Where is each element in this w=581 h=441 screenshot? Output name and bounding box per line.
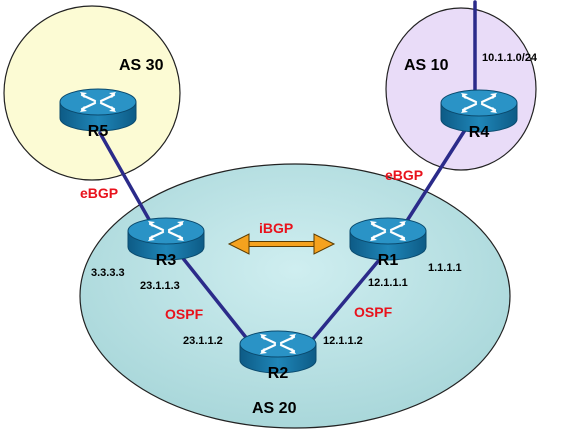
r1-loopback-label: 1.1.1.1 <box>428 262 462 274</box>
link-r3-r2 <box>176 250 254 347</box>
ospf-left-label: OSPF <box>165 306 204 322</box>
r2-left-label: 23.1.1.2 <box>183 335 223 347</box>
link-r1-r2 <box>306 251 387 347</box>
link-r5-r3 <box>98 131 157 232</box>
router-r3-label: R3 <box>156 252 177 269</box>
r3-loopback-label: 3.3.3.3 <box>91 267 125 279</box>
as10-label: AS 10 <box>404 57 449 74</box>
as30-label: AS 30 <box>119 57 164 74</box>
link-r4-r1 <box>401 128 467 229</box>
ibgp-label: iBGP <box>259 220 293 236</box>
r1-link-label: 12.1.1.1 <box>368 277 408 289</box>
as20-region <box>79 163 511 429</box>
router-r2-label: R2 <box>268 365 289 382</box>
as10-region <box>385 7 537 171</box>
network-r4-label: 10.1.1.0/24 <box>482 52 538 64</box>
r3-link-label: 23.1.1.3 <box>140 280 180 292</box>
router-r5-label: R5 <box>88 123 109 140</box>
router-r1-label: R1 <box>378 252 399 269</box>
router-r4-label: R4 <box>469 124 490 141</box>
ospf-right-label: OSPF <box>354 304 393 320</box>
as20-label: AS 20 <box>252 400 297 417</box>
ebgp-right-label: eBGP <box>385 167 423 183</box>
r2-right-label: 12.1.1.2 <box>323 335 363 347</box>
ebgp-left-label: eBGP <box>80 185 118 201</box>
ibgp-arrow <box>227 233 336 255</box>
